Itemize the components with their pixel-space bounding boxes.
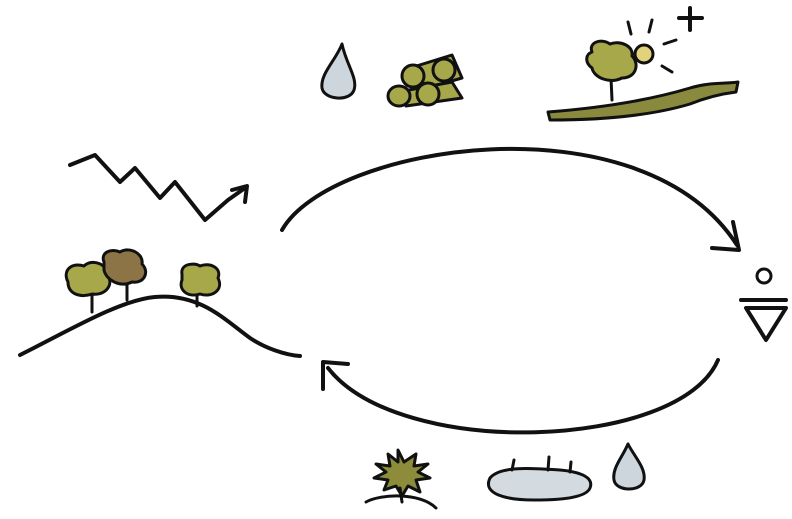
cycle-arrow-top-icon [282, 149, 739, 250]
water-drop-icon [614, 444, 644, 489]
hill-with-trees-icon [20, 250, 300, 356]
log-pile-icon [388, 55, 462, 106]
zigzag-arrow-icon [70, 155, 247, 220]
sunlit-tree-icon [548, 20, 738, 120]
spiky-shrub-icon [366, 450, 436, 508]
pond-icon [488, 457, 590, 500]
water-drop-icon [322, 44, 355, 98]
plus-sign-icon [679, 8, 702, 30]
cycle-arrow-bottom-icon [323, 360, 718, 432]
person-icon [741, 269, 786, 340]
